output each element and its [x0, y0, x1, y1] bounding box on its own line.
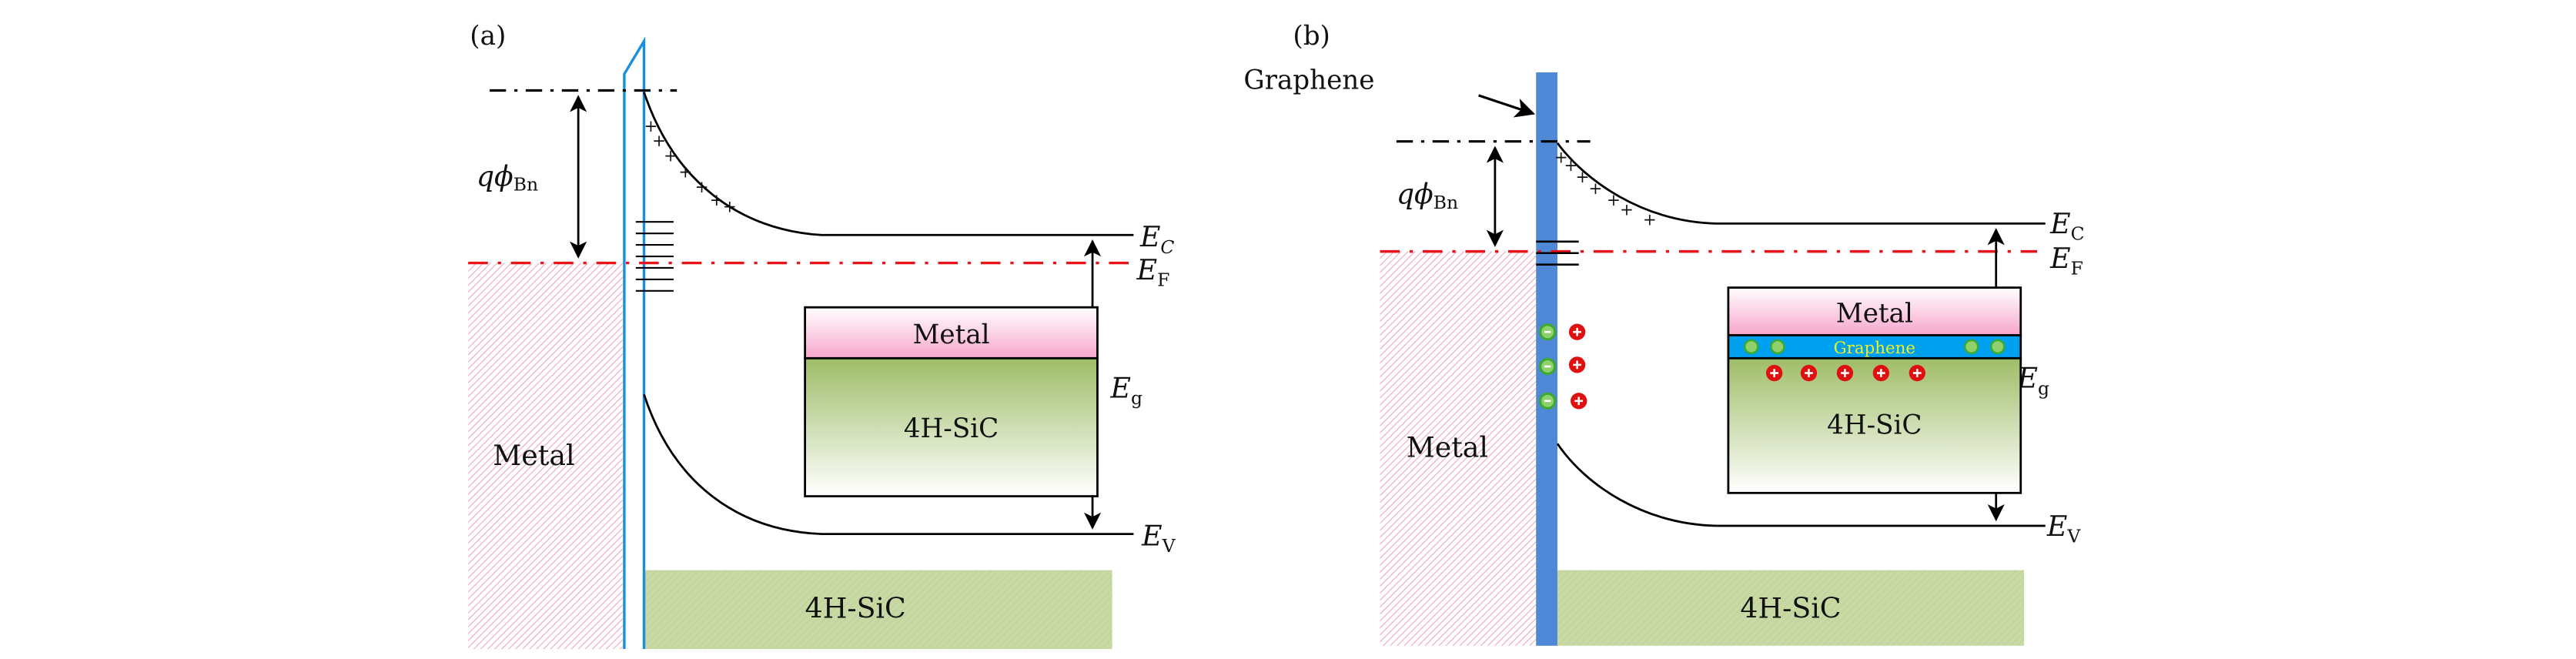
ef-label: EF [2049, 242, 2083, 279]
svg-text:+: + [710, 191, 724, 210]
graphene-label: Graphene [1243, 65, 1374, 95]
inset-structure: Metal 4H-SiC [804, 306, 1099, 497]
interface-charges [1538, 323, 1587, 410]
eg-label: Eg [1110, 372, 1143, 410]
panel-a-label: (a) [470, 21, 506, 52]
metal-label: Metal [493, 439, 574, 472]
ec-label: EC [2049, 207, 2084, 245]
barrier-height-label: qϕBn [477, 159, 538, 195]
svg-text:+: + [723, 197, 737, 216]
inset-metal-label: Metal [1836, 298, 1913, 329]
sic-region [1557, 570, 2024, 646]
ev-label: EV [2046, 510, 2081, 547]
inset-sic-label: 4H-SiC [904, 413, 999, 444]
inset-metal-label: Metal [912, 319, 989, 350]
svg-text:+: + [1607, 191, 1621, 210]
svg-text:+: + [1564, 156, 1578, 176]
svg-text:+: + [1554, 148, 1568, 167]
interface-states [1536, 240, 1579, 266]
svg-text:+: + [644, 117, 658, 136]
metal-region [468, 263, 623, 650]
valence-band-curve [643, 393, 1134, 536]
barrier-height-label: qϕBn [1397, 178, 1458, 213]
inset-graphene-label: Graphene [1834, 339, 1915, 358]
sic-label: 4H-SiC [805, 592, 906, 625]
panel-a: (a) Metal 4H-SiC qϕBn +++ ++++ EC EF Eg … [468, 21, 1176, 650]
inset-structure: Metal 4H-SiC Graphene [1727, 286, 2022, 494]
conduction-band-curve [643, 92, 1134, 236]
valence-band-curve [1556, 443, 2046, 527]
svg-text:+: + [664, 146, 677, 166]
interfacial-barrier-layer [623, 36, 646, 650]
metal-region [1380, 251, 1538, 646]
svg-text:+: + [1643, 210, 1657, 229]
svg-text:+: + [1589, 179, 1603, 199]
ev-label: EV [1141, 520, 1176, 557]
svg-text:+: + [695, 178, 709, 197]
interface-states [635, 221, 674, 292]
svg-text:+: + [652, 132, 666, 151]
graphene-pointer-arrow [1478, 94, 1535, 118]
sic-label: 4H-SiC [1740, 592, 1841, 625]
inset-sic-label: 4H-SiC [1827, 410, 1922, 441]
metal-label: Metal [1407, 430, 1488, 463]
depletion-positive-charges: +++ ++++ [644, 117, 737, 217]
svg-text:+: + [1575, 168, 1589, 187]
inset-negative-charges [1743, 339, 2006, 355]
svg-text:+: + [1620, 201, 1634, 220]
ec-label: EC [1139, 220, 1174, 258]
panel-b-label: (b) [1293, 21, 1330, 52]
sic-region [644, 570, 1112, 650]
conduction-band-curve [1556, 142, 2046, 225]
depletion-positive-charges: +++ ++++ [1554, 148, 1657, 229]
panel-b: (b) Graphene Metal 4H-SiC qϕBn +++ ++++ [1243, 21, 2085, 646]
svg-text:+: + [678, 163, 692, 182]
ef-label: EF [1136, 253, 1170, 291]
